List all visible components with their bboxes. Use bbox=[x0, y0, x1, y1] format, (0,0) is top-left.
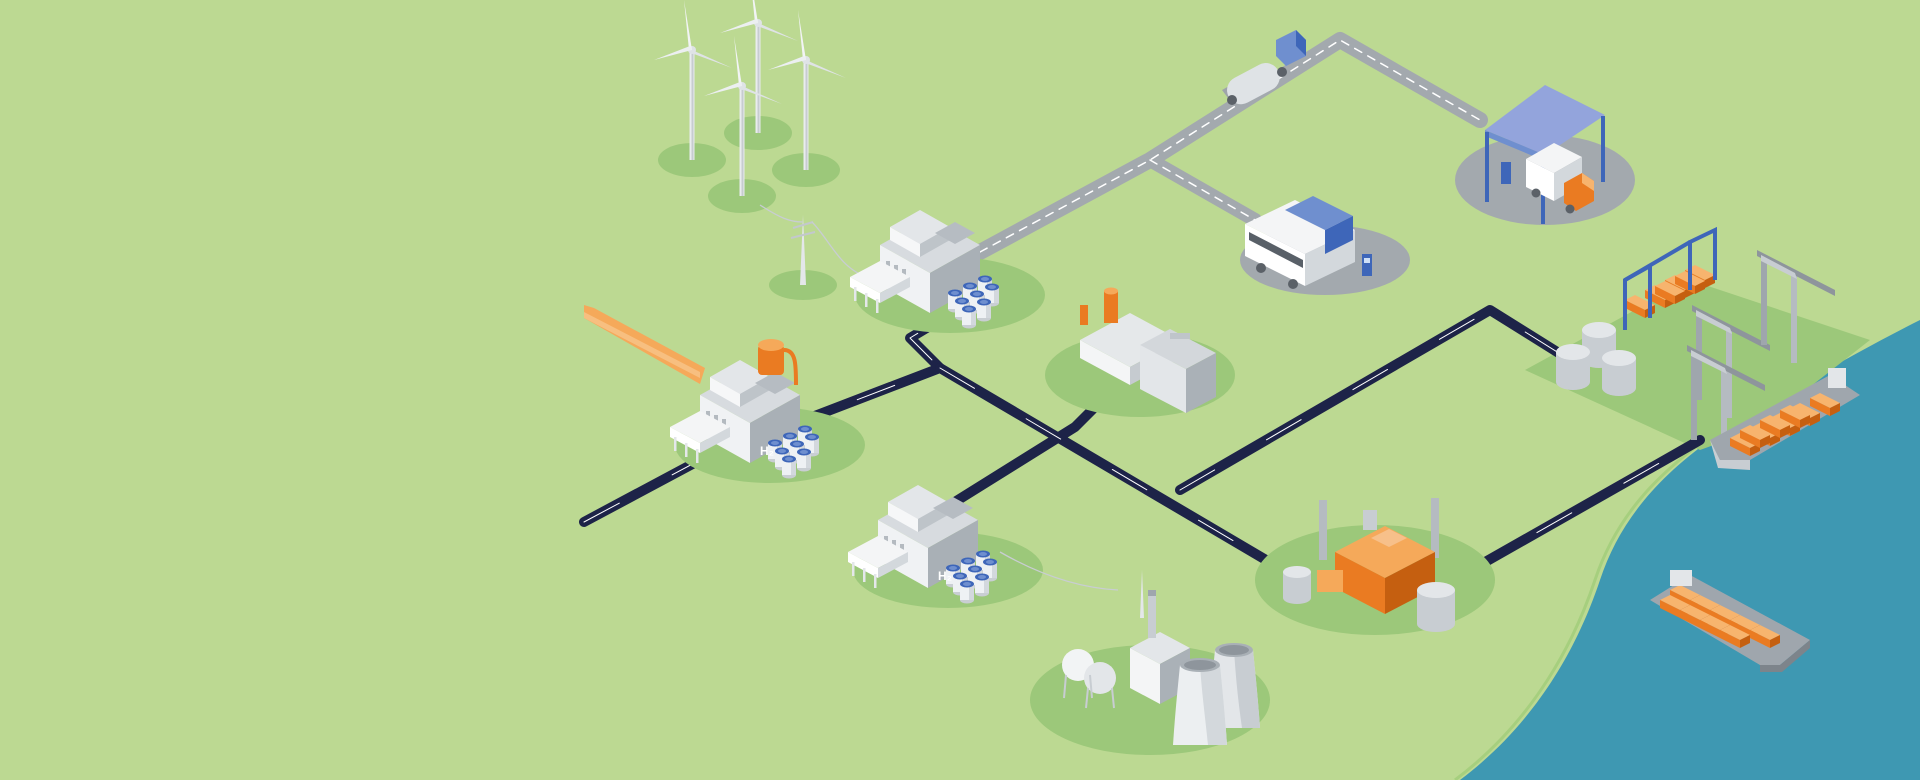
sea bbox=[1460, 320, 1920, 780]
cargo-ship-icon bbox=[1710, 368, 1860, 470]
truck-icon bbox=[1526, 143, 1594, 214]
fuel-station-icon bbox=[1362, 254, 1372, 276]
storage-tank-icon bbox=[1556, 344, 1590, 390]
storage-tank-icon bbox=[1417, 582, 1455, 632]
tanker-truck-icon bbox=[1222, 30, 1306, 105]
hydrogen-pipeline-network bbox=[579, 305, 1705, 587]
bus-icon bbox=[1240, 196, 1410, 295]
cooling-tower-icon bbox=[1173, 658, 1227, 745]
port-storage-tanks bbox=[1556, 322, 1636, 396]
power-pylon-icon bbox=[759, 204, 871, 300]
factory-icon bbox=[1045, 287, 1235, 417]
electrolyzer-plant-icon: H₂ bbox=[848, 485, 1043, 608]
refinery-icon bbox=[1255, 498, 1495, 635]
cooling-tower-icon bbox=[1208, 643, 1260, 728]
power-plant-icon bbox=[1030, 570, 1270, 755]
storage-tank-icon bbox=[1062, 649, 1116, 709]
container-crane-icon bbox=[1623, 226, 1717, 330]
electrolyzer-plant-icon: H₂ bbox=[670, 339, 865, 483]
h2-label: H₂ bbox=[760, 444, 774, 458]
cargo-ship-icon bbox=[1650, 570, 1810, 672]
h2-label: H₂ bbox=[938, 569, 952, 583]
storage-tank-icon bbox=[1602, 350, 1636, 396]
storage-tank-icon bbox=[1283, 566, 1311, 604]
